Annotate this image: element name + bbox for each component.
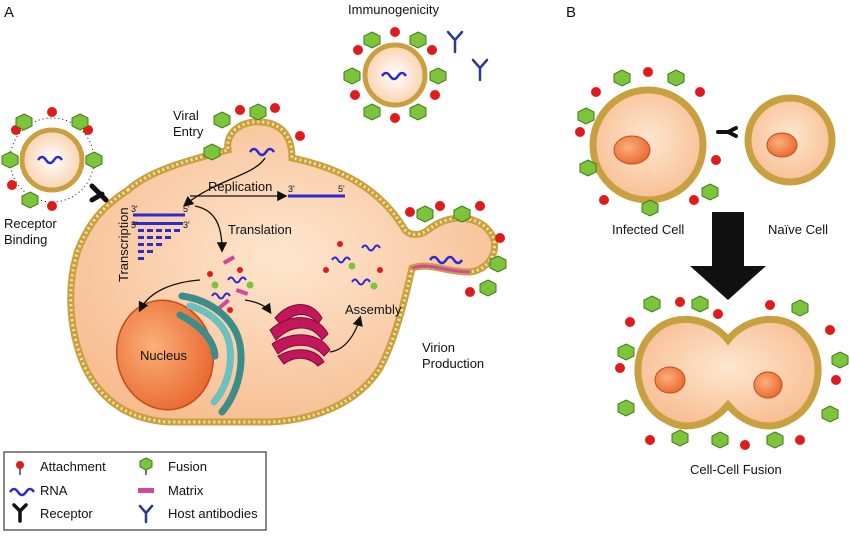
legend-matrix: Matrix [138, 483, 204, 498]
strand-3prime-c: 3' [288, 184, 295, 194]
budding-matrix [411, 264, 471, 274]
rna-icon [8, 487, 36, 497]
cell-cell-fusion-label: Cell-Cell Fusion [690, 462, 782, 477]
assembly-arrow [329, 315, 363, 353]
nucleus: Nucleus [115, 299, 215, 411]
receptor-binding-label-2: Binding [4, 232, 47, 247]
nucleus-label: Nucleus [140, 348, 187, 363]
matrix-icon [138, 488, 154, 493]
legend-host-antibodies: Host antibodies [138, 504, 258, 524]
svg-text:Receptor: Receptor [40, 506, 93, 521]
process-arrows [138, 157, 363, 353]
panel-a-label: A [4, 4, 14, 21]
to-er-arrow [138, 279, 201, 313]
receptor-icon [12, 503, 28, 523]
receptor-binding-label-1: Receptor [4, 216, 57, 231]
naive-cell [716, 94, 836, 186]
legend-attachment: Attachment [16, 459, 106, 475]
legend-fusion: Fusion [139, 457, 207, 475]
assembly-cluster [323, 241, 383, 290]
strand-3prime-a: 3' [131, 204, 138, 214]
fused-cell [615, 295, 849, 450]
panel-b-label: B [566, 4, 576, 21]
svg-text:Attachment: Attachment [40, 459, 106, 474]
immunogenicity-label: Immunogenicity [348, 2, 440, 17]
translation-arrow [194, 205, 228, 253]
fusion-process-arrow [690, 212, 766, 300]
subgenomic-rnas [133, 222, 183, 260]
budding-virion [405, 201, 507, 297]
infected-cell [575, 67, 721, 217]
strand-5prime-b: 5' [131, 220, 138, 230]
legend: Attachment Fusion RNA Matrix Receptor Ho… [3, 451, 267, 531]
entering-rna [248, 147, 276, 157]
legend-rna: RNA [8, 483, 68, 498]
to-golgi-arrow [244, 299, 272, 315]
receptor-icon [89, 183, 109, 203]
golgi-apparatus [269, 304, 331, 367]
antibody-icon [138, 504, 154, 524]
virion-production-label-1: Virion [422, 340, 455, 355]
rna-strands [133, 147, 464, 265]
strand-3prime-b: 3' [183, 220, 190, 230]
virion-receptor-binding [1, 107, 109, 211]
transcription-label: Transcription [116, 207, 131, 282]
strand-5prime-c: 5' [338, 184, 345, 194]
viral-entry-label-1: Viral [173, 108, 199, 123]
svg-text:Host antibodies: Host antibodies [168, 506, 258, 521]
fusion-icon [139, 457, 153, 471]
antibody-icon [446, 30, 489, 82]
viral-entry-label-2: Entry [173, 124, 204, 139]
translation-label: Translation [228, 222, 292, 237]
infected-cell-label: Infected Cell [612, 222, 684, 237]
naive-cell-label: Naïve Cell [768, 222, 828, 237]
svg-text:Fusion: Fusion [168, 459, 207, 474]
assembly-label: Assembly [345, 302, 402, 317]
protein-cluster [207, 255, 254, 313]
legend-receptor: Receptor [12, 503, 93, 523]
attachment-icon [16, 461, 24, 469]
cell-membrane-beads [69, 120, 496, 424]
entry-arrow [183, 157, 266, 207]
virion-production-label-2: Production [422, 356, 484, 371]
strand-5prime-a: 5' [183, 204, 190, 214]
svg-text:Matrix: Matrix [168, 483, 204, 498]
receptor-icon [716, 126, 738, 138]
budding-rna [428, 255, 464, 265]
viral-entry-spikes [203, 103, 305, 161]
svg-text:RNA: RNA [40, 483, 68, 498]
virion-immunogenicity [343, 27, 447, 123]
endoplasmic-reticulum [176, 292, 245, 416]
replication-label: Replication [208, 179, 272, 194]
